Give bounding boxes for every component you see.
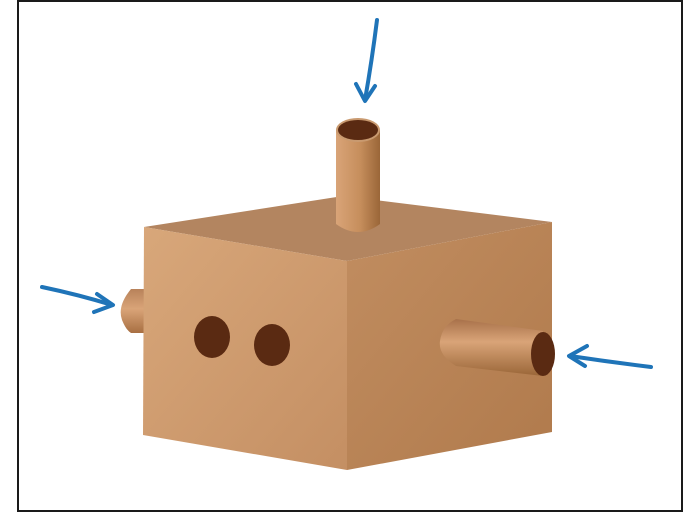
front-hole-2 <box>254 324 290 366</box>
right-peg-hole <box>531 332 555 376</box>
arrow-right-icon <box>567 344 653 369</box>
front-hole-1 <box>194 316 230 358</box>
cube-front-face <box>143 227 347 470</box>
left-peg <box>120 289 147 333</box>
top-peg <box>336 118 380 232</box>
right-peg <box>439 319 555 376</box>
arrow-left-icon <box>40 285 115 314</box>
top-peg-hole <box>338 120 378 140</box>
arrow-top-icon <box>354 18 379 103</box>
